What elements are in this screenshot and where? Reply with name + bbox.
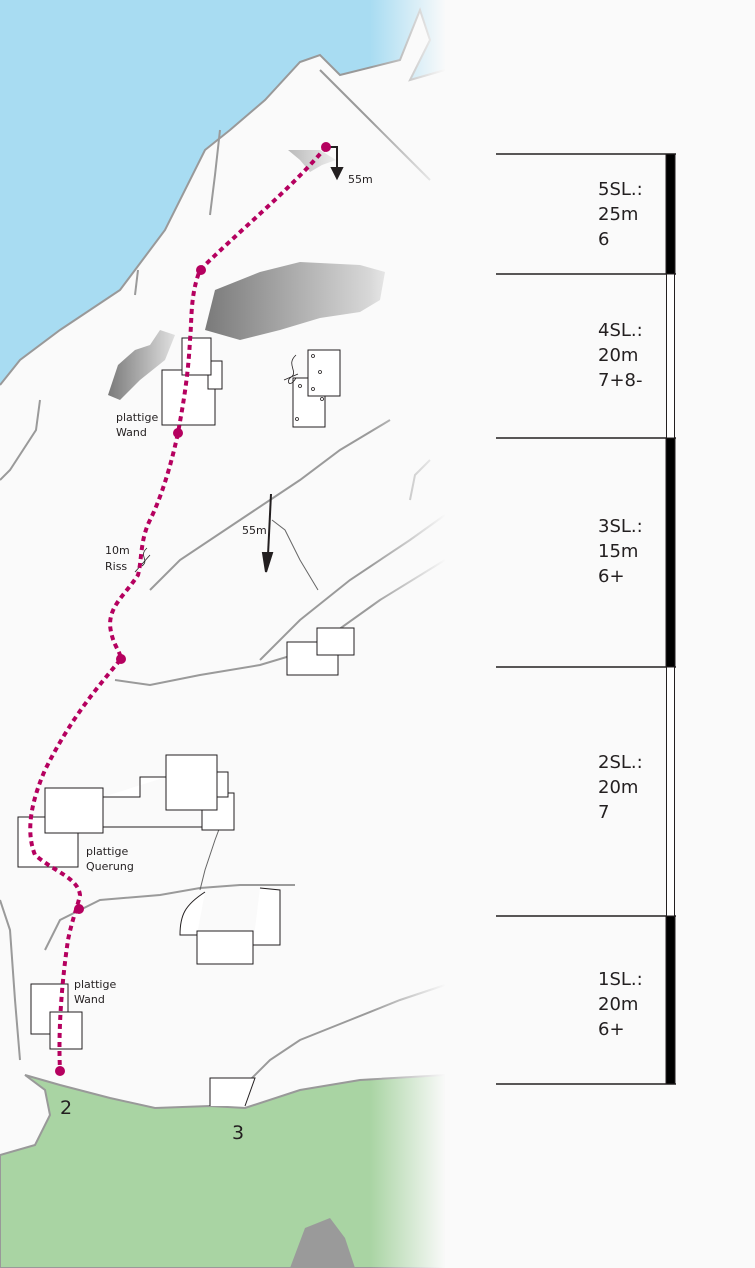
fade-overlay bbox=[370, 0, 446, 1268]
pitch-grade: 7 bbox=[598, 802, 610, 823]
pitch-grade: 7+8- bbox=[598, 370, 643, 391]
pitch-length: 20m bbox=[598, 994, 639, 1015]
pitch-length: 20m bbox=[598, 777, 639, 798]
rappel-label-top: 55m bbox=[348, 173, 373, 186]
label-traverse: plattige bbox=[86, 845, 128, 858]
belay-stations bbox=[55, 142, 331, 1076]
label-traverse-2: Querung bbox=[86, 860, 134, 873]
pitch-table-lines bbox=[496, 153, 676, 1085]
right-panel-bg bbox=[445, 0, 755, 1268]
pitch-2: 2SL.: 20m 7 bbox=[598, 750, 643, 825]
pitch-grade: 6 bbox=[598, 229, 610, 250]
pitch-3: 3SL.: 15m 6+ bbox=[598, 514, 643, 589]
pitch-4: 4SL.: 20m 7+8- bbox=[598, 318, 643, 393]
bolt-marks bbox=[134, 354, 324, 573]
pitch-name: 1SL.: bbox=[598, 969, 643, 990]
route-line bbox=[28, 145, 328, 1071]
pitch-grade: 6+ bbox=[598, 566, 625, 587]
boulder bbox=[290, 1218, 355, 1268]
rappel-label-mid: 55m bbox=[242, 524, 267, 537]
pitch-5: 5SL.: 25m 6 bbox=[598, 177, 643, 252]
pitch-name: 3SL.: bbox=[598, 516, 643, 537]
label-slab-lower-2: Wand bbox=[74, 993, 105, 1006]
pitch-length: 20m bbox=[598, 345, 639, 366]
label-crack-2: Riss bbox=[105, 560, 127, 573]
label-slab-lower: plattige bbox=[74, 978, 116, 991]
label-crack: 10m bbox=[105, 544, 130, 557]
grey-slab-small bbox=[108, 330, 175, 400]
fine-cracks bbox=[199, 519, 319, 891]
label-slab-upper: plattige bbox=[116, 411, 158, 424]
neighbor-route-number: 3 bbox=[232, 1122, 244, 1144]
pitch-length: 25m bbox=[598, 204, 639, 225]
pitch-name: 5SL.: bbox=[598, 179, 643, 200]
pitch-grade: 6+ bbox=[598, 1019, 625, 1040]
terrain-blocks bbox=[17, 337, 355, 1107]
pitch-length-bar bbox=[665, 153, 676, 1085]
pitch-length: 15m bbox=[598, 541, 639, 562]
route-number: 2 bbox=[60, 1097, 72, 1119]
sky bbox=[0, 0, 445, 385]
label-slab-upper-2: Wand bbox=[116, 426, 147, 439]
pitch-name: 4SL.: bbox=[598, 320, 643, 341]
pitch-1: 1SL.: 20m 6+ bbox=[598, 967, 643, 1042]
rappel-arrows bbox=[261, 146, 344, 573]
grey-slab bbox=[205, 262, 385, 340]
pitch-name: 2SL.: bbox=[598, 752, 643, 773]
